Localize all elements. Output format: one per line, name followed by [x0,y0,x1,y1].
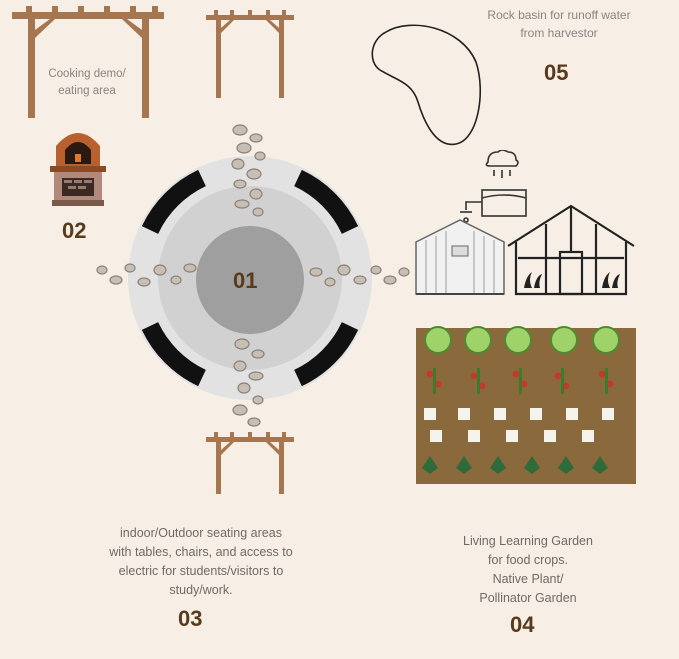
cooking-area-caption: Cooking demo/ eating area [48,68,126,97]
garden-caption: Living Learning Garden for food crops. N… [463,534,593,605]
rain-barrel-icon [460,150,527,223]
label-05: 05 [544,60,569,85]
label-02: 02 [62,218,87,243]
label-04: 04 [510,612,535,637]
garden-bed-icon [416,326,636,484]
central-plaza [96,124,410,427]
label-03: 03 [178,606,203,631]
rock-basin-icon [371,24,482,146]
pergola-icon [12,6,164,118]
rock-basin-caption: Rock basin for runoff water from harvest… [487,8,631,40]
label-01: 01 [233,268,258,293]
pergola-icon [206,10,294,98]
pergola-icon [206,432,294,494]
seating-caption: indoor/Outdoor seating areas with tables… [109,526,293,597]
shed-icon [415,219,505,295]
brick-oven-icon [50,133,106,206]
greenhouse-icon [507,204,635,296]
